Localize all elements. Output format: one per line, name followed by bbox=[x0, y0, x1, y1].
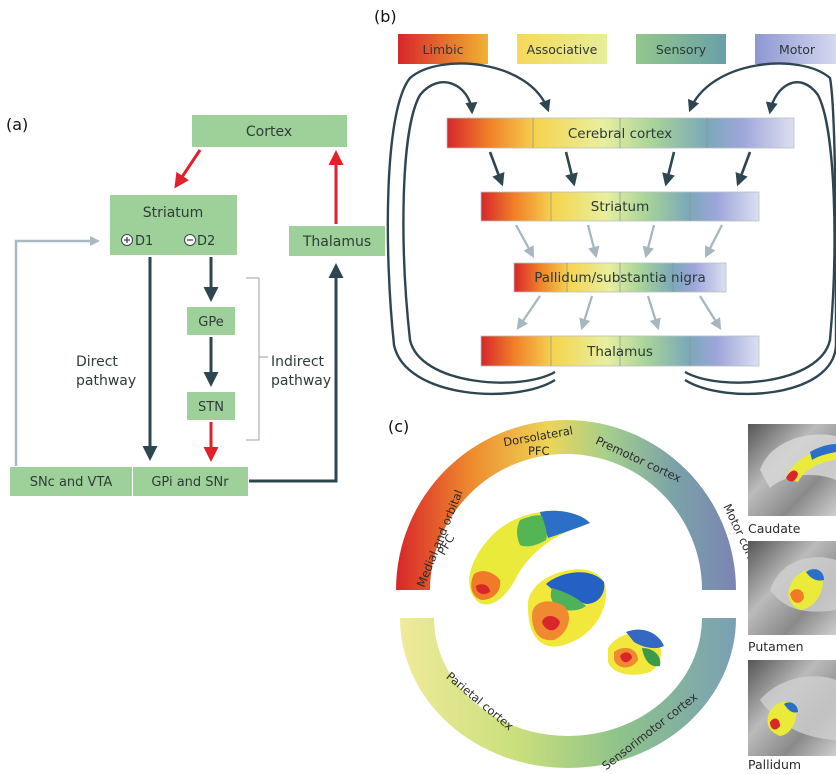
direct-label-1: Direct bbox=[76, 354, 118, 370]
d2-label: D2 bbox=[197, 234, 215, 249]
stn-box bbox=[187, 392, 235, 420]
pallidum-map bbox=[608, 629, 664, 675]
arc-label-dlpfc-2: PFC bbox=[528, 444, 550, 458]
legend-motor-label: Motor bbox=[779, 42, 816, 57]
panel-c-label: (c) bbox=[388, 417, 409, 436]
legend-motor bbox=[755, 34, 836, 64]
snc-vta-label: SNc and VTA bbox=[30, 475, 113, 490]
putamen-map bbox=[527, 569, 607, 647]
legend-sensory bbox=[636, 34, 726, 64]
gpi-snr-box bbox=[133, 467, 248, 496]
d1-label: D1 bbox=[135, 234, 153, 249]
gpi-to-thalamus-arrow bbox=[249, 263, 344, 483]
indirect-bracket bbox=[246, 277, 260, 441]
cortex-striatum-arrows bbox=[488, 151, 752, 187]
striatum-box bbox=[110, 195, 237, 255]
striatum-row-label: Striatum bbox=[591, 199, 649, 215]
legend-associative-label: Associative bbox=[527, 42, 598, 57]
caudate-caption: Caudate bbox=[748, 521, 801, 536]
thalamus-row-label: Thalamus bbox=[586, 344, 653, 360]
pallidum-row-label: Pallidum/substantia nigra bbox=[534, 270, 706, 286]
striatum-pallidum-arrows bbox=[514, 224, 724, 259]
putamen-thumbnail bbox=[748, 541, 836, 635]
pallidum-thumbnail bbox=[748, 660, 836, 756]
caudate-thumbnail bbox=[748, 424, 836, 516]
legend-limbic bbox=[398, 34, 488, 64]
panel-a: (a) Cortex Striatum D1 D2 Thalamus GPe S… bbox=[6, 115, 385, 496]
legend-limbic-label: Limbic bbox=[423, 42, 464, 57]
panel-b: (b) Limbic Associative Sensory Motor Cer… bbox=[374, 7, 836, 396]
arc-top bbox=[396, 420, 736, 590]
caudate-map bbox=[469, 510, 590, 605]
snc-to-striatum-arrow bbox=[14, 236, 100, 466]
panel-a-label: (a) bbox=[6, 115, 28, 134]
cerebral-cortex-row bbox=[446, 117, 795, 149]
gpe-box bbox=[187, 307, 235, 335]
cerebral-cortex-label: Cerebral cortex bbox=[568, 126, 672, 142]
striatum-label: Striatum bbox=[143, 205, 204, 221]
cortex-to-striatum-arrow bbox=[174, 149, 202, 189]
gpe-label: GPe bbox=[198, 315, 223, 330]
pallidum-caption: Pallidum bbox=[748, 757, 801, 770]
legend-associative bbox=[517, 34, 607, 64]
gpi-snr-label: GPi and SNr bbox=[151, 475, 229, 490]
direct-label-2: pathway bbox=[76, 373, 136, 389]
panel-b-label: (b) bbox=[374, 7, 397, 26]
thalamus-label: Thalamus bbox=[302, 234, 371, 250]
arc-bottom bbox=[400, 618, 736, 768]
thalamus-box bbox=[289, 226, 385, 256]
cortex-box bbox=[192, 115, 347, 147]
stn-label: STN bbox=[198, 400, 224, 415]
snc-vta-box bbox=[10, 467, 132, 496]
cortex-label: Cortex bbox=[246, 124, 292, 140]
pallidum-thalamus-arrows bbox=[516, 295, 722, 331]
legend-sensory-label: Sensory bbox=[656, 42, 707, 57]
indirect-label-2: pathway bbox=[271, 373, 331, 389]
indirect-label-1: Indirect bbox=[271, 354, 325, 370]
feedback-loops bbox=[386, 62, 836, 396]
panel-c: (c) Medial and orbital PFC Dorsolateral … bbox=[388, 417, 836, 773]
putamen-caption: Putamen bbox=[748, 639, 804, 654]
